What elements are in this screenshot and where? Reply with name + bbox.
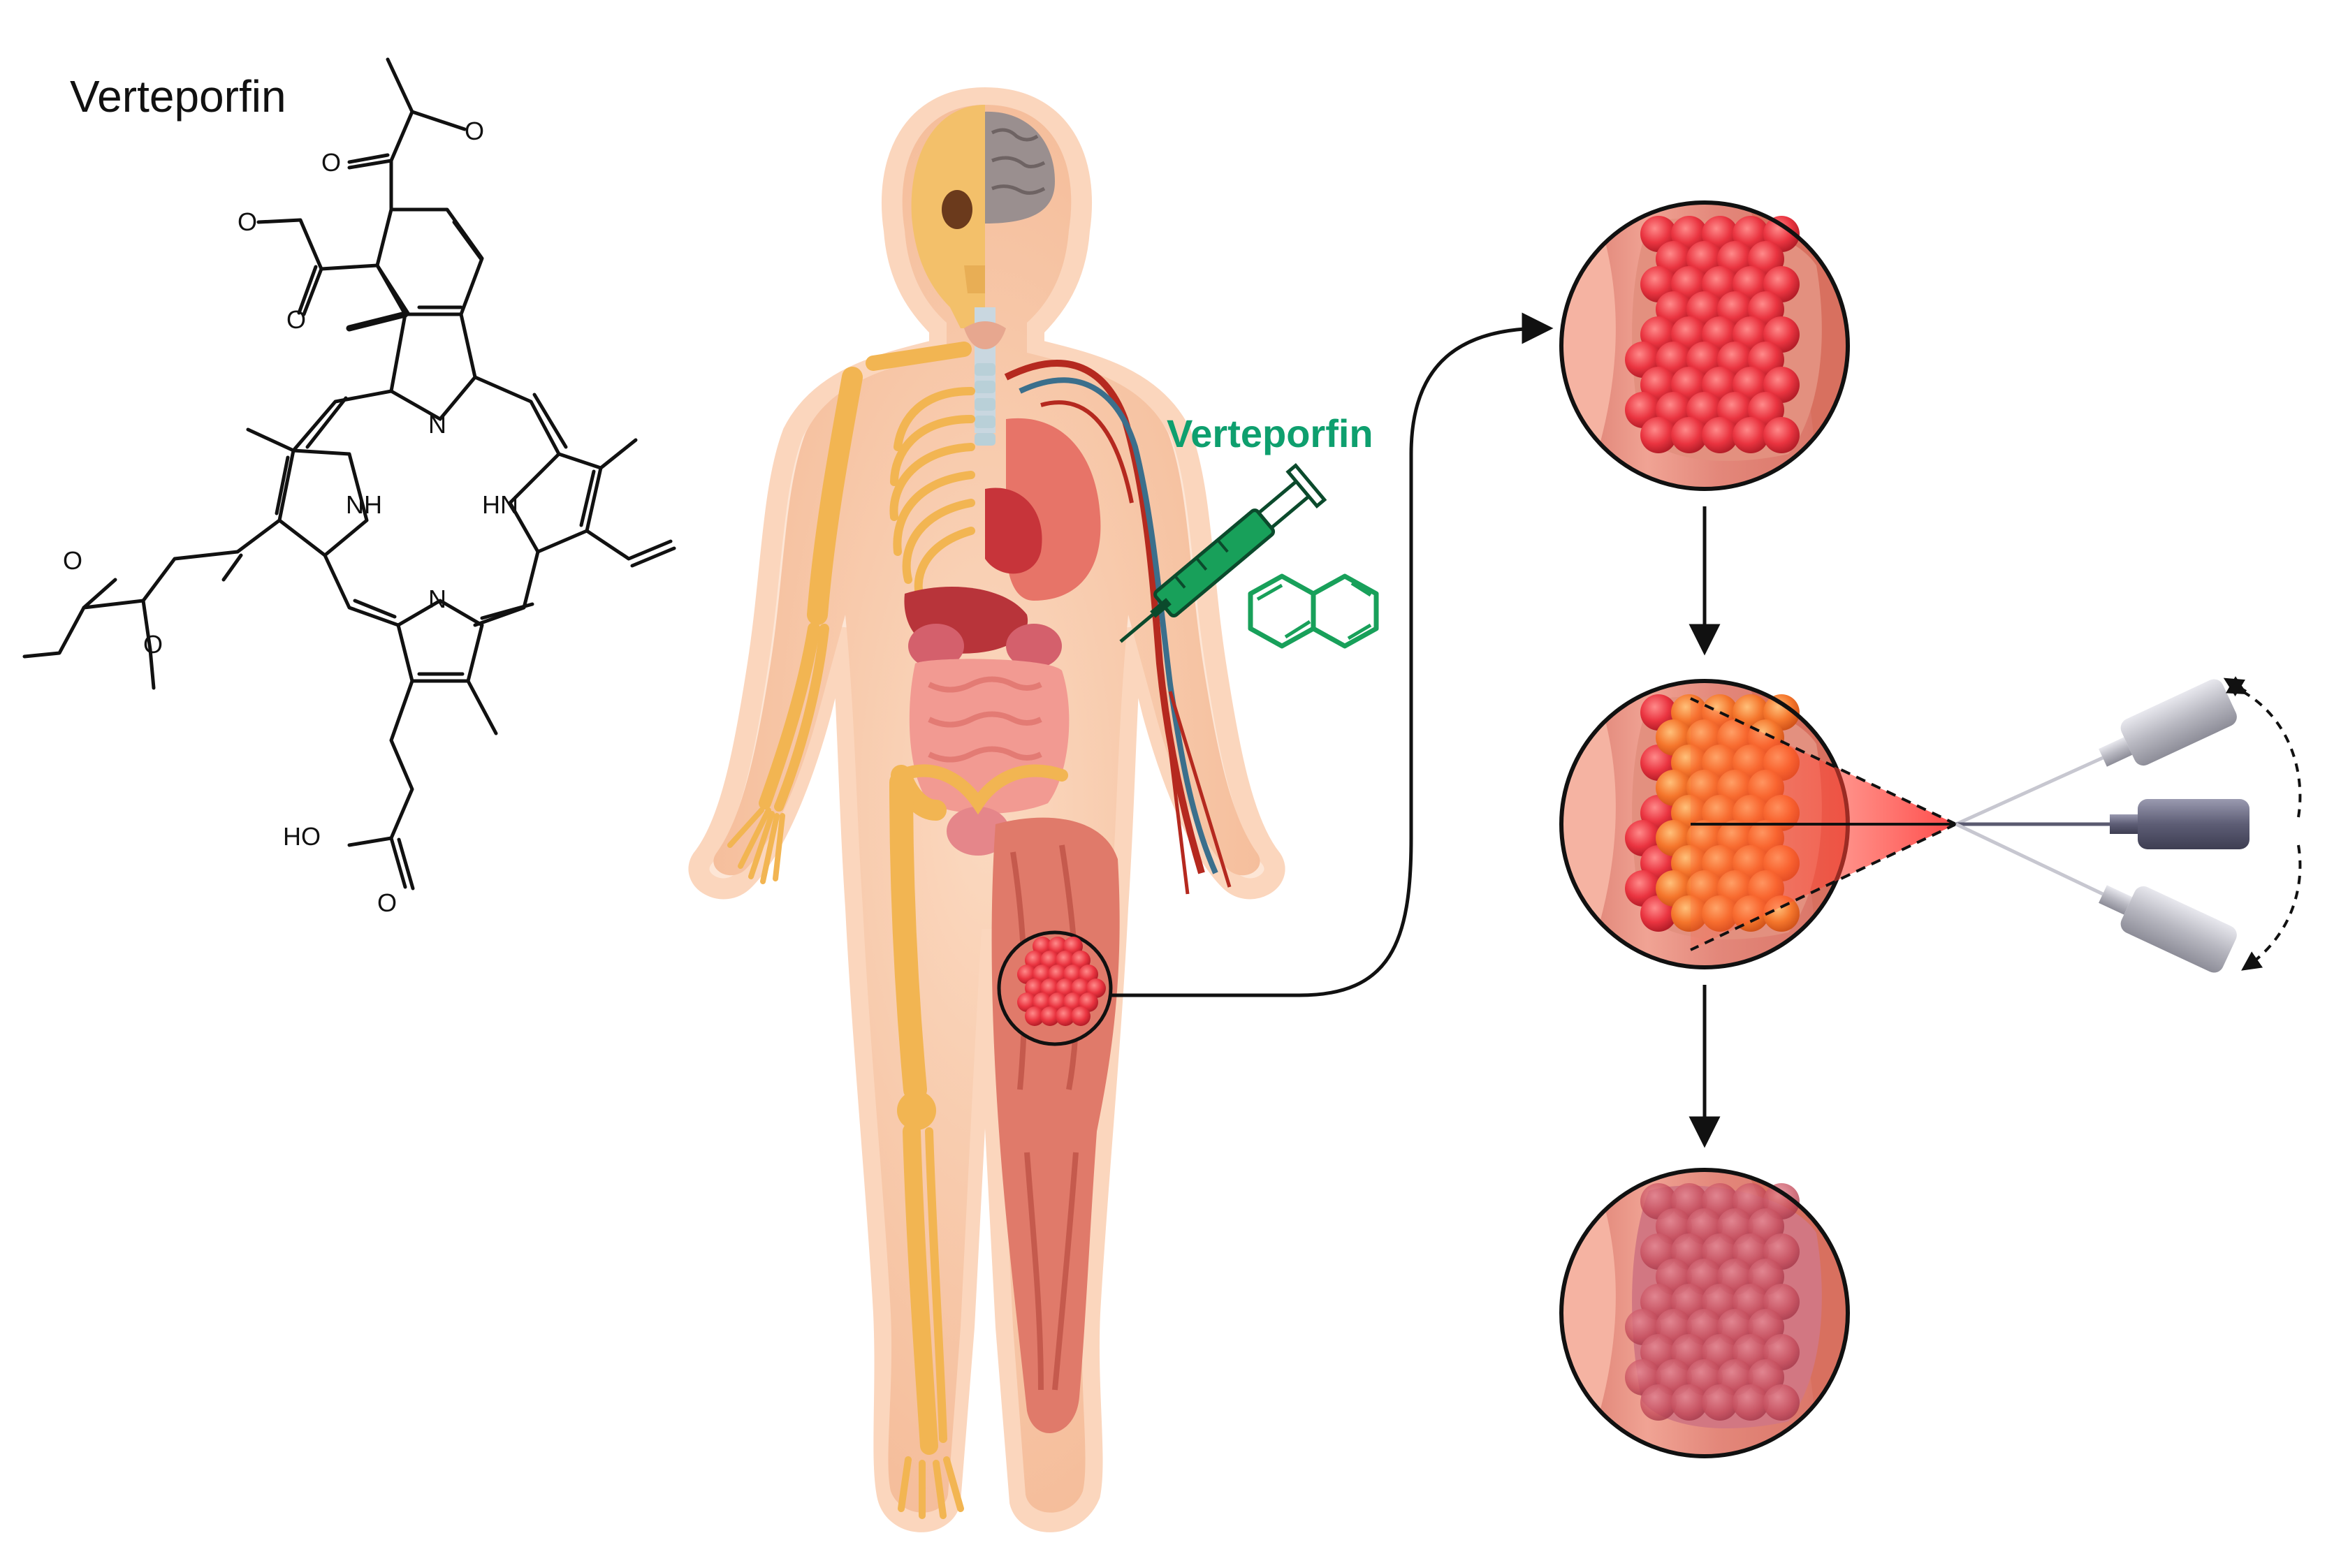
atom-o: O xyxy=(63,546,82,575)
tumor-cell xyxy=(1763,417,1800,453)
tumor-cell xyxy=(1733,1384,1769,1421)
tumor-cells-after xyxy=(1625,1183,1800,1421)
tumor-cell xyxy=(1702,1384,1738,1421)
atom-o: O xyxy=(377,888,397,917)
atom-n-bottom: N xyxy=(428,585,446,613)
atom-o: O xyxy=(143,630,163,659)
atom-ho: HO xyxy=(283,822,321,851)
tumor-panel-before xyxy=(1559,200,1850,491)
human-body-illustration xyxy=(688,87,1285,1532)
structure-atom-labels: O O O O N NH HN N O O HO O xyxy=(63,117,518,917)
structure-title: Verteporfin xyxy=(70,71,286,122)
tumor-cell xyxy=(1763,1384,1800,1421)
syringe-icon xyxy=(1119,462,1327,643)
atom-o: O xyxy=(321,148,341,177)
tumor-cell xyxy=(1702,417,1738,453)
tumor-cell xyxy=(1025,1006,1044,1026)
tumor-cell xyxy=(1640,417,1677,453)
leg-tumor-cells xyxy=(1017,937,1106,1026)
tumor-cell xyxy=(1040,1006,1060,1026)
tumor-cell xyxy=(1733,417,1769,453)
tumor-cell xyxy=(1640,1384,1677,1421)
atom-o: O xyxy=(286,305,306,334)
naphthalene-icon xyxy=(1248,573,1379,649)
atom-hn: HN xyxy=(482,490,518,519)
atom-o: O xyxy=(465,117,484,145)
injection-label: Verteporfin xyxy=(1167,411,1373,455)
tumor-cells-before xyxy=(1625,216,1800,453)
atom-o: O xyxy=(238,207,257,236)
tumor-cell xyxy=(1071,1006,1091,1026)
verteporfin-structure xyxy=(22,57,676,891)
light-probe-icon xyxy=(1955,679,2249,973)
tumor-cell xyxy=(1671,1384,1707,1421)
tumor-panel-after xyxy=(1559,1168,1850,1458)
atom-n-top: N xyxy=(428,410,446,439)
tumor-cell xyxy=(1671,417,1707,453)
arrow-icon xyxy=(1111,312,1554,997)
tumor-cell xyxy=(1056,1006,1075,1026)
atom-nh: NH xyxy=(346,490,382,519)
